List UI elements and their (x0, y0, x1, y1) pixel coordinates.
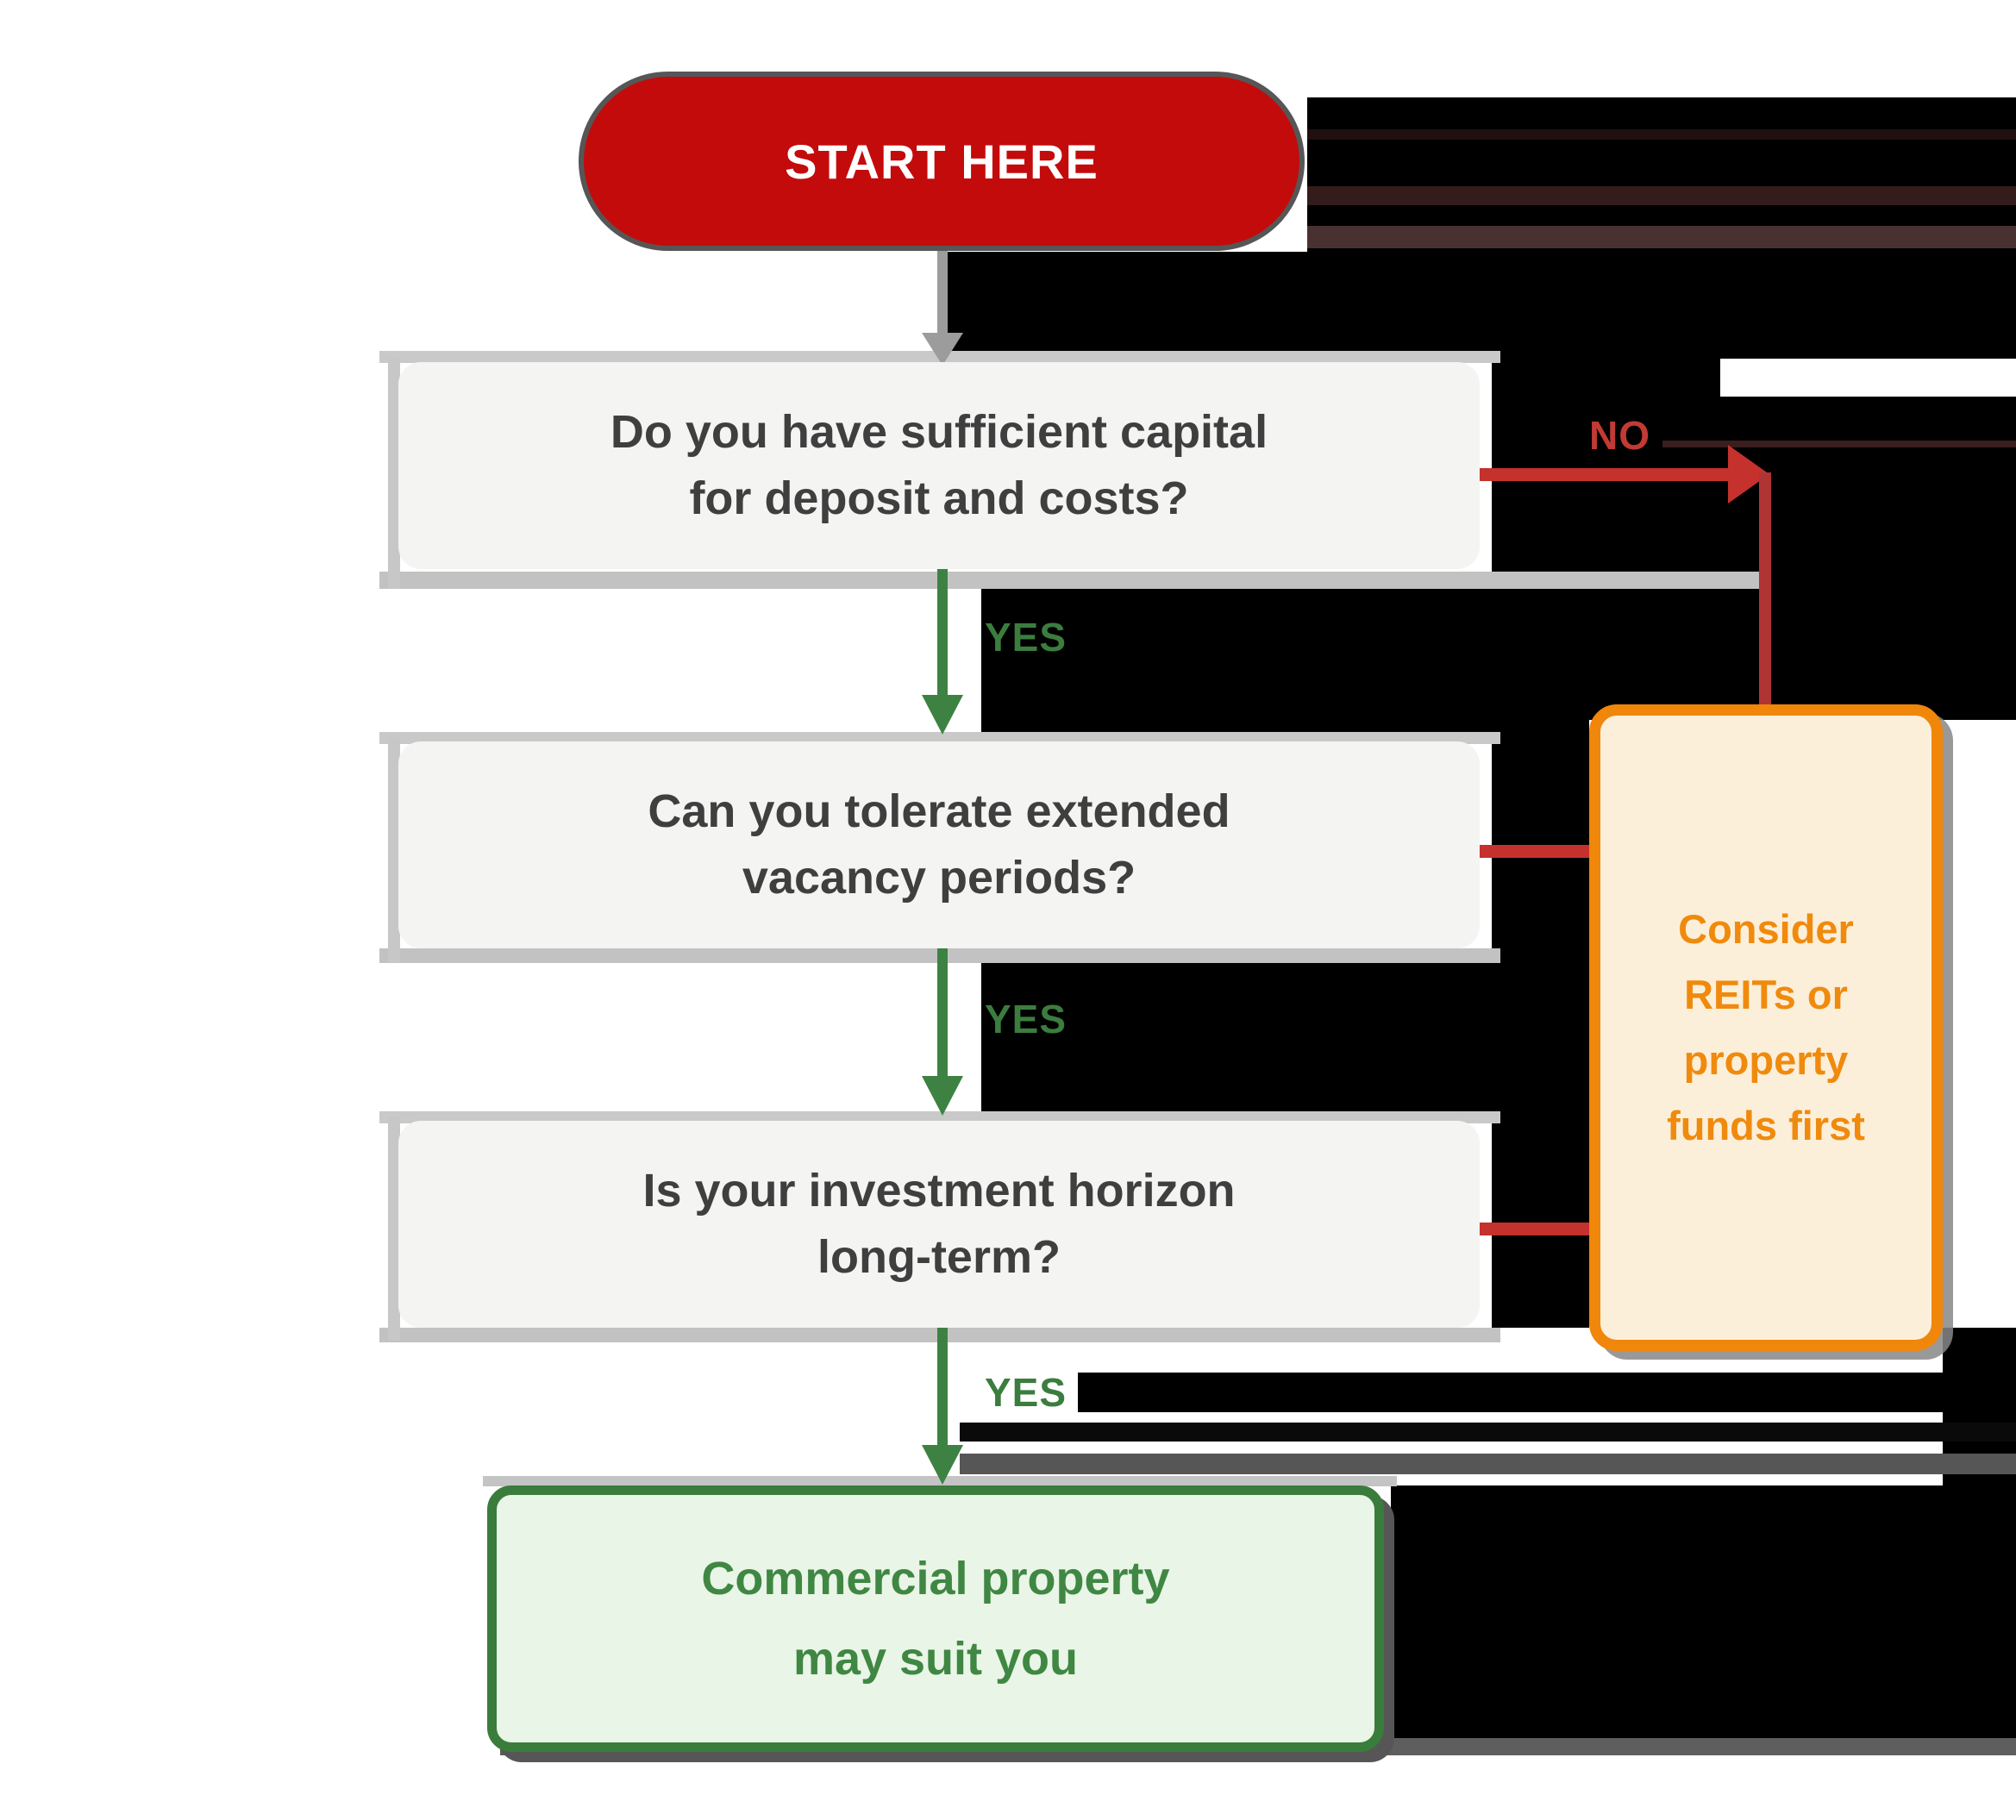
edge-label-no: NO (1589, 413, 1650, 458)
no-connector-line (1480, 845, 1589, 858)
box-shadow-stripe (379, 572, 1765, 589)
question-3-text: Is your investment horizon long-term? (642, 1165, 1236, 1283)
start-node: START HERE (579, 72, 1305, 251)
down-arrow-icon (922, 333, 963, 366)
artifact-stripe (1662, 441, 2016, 447)
box-shadow-stripe (388, 1116, 400, 1341)
result-node: Commercial property may suit you (487, 1485, 1384, 1752)
yes-connector-line (937, 1328, 948, 1448)
no-connector-line (1759, 472, 1771, 707)
artifact-stripe (1307, 129, 2016, 140)
box-shadow-stripe (388, 358, 400, 589)
box-shadow-stripe (388, 737, 400, 963)
yes-connector-line (937, 567, 948, 698)
start-connector-line (937, 250, 948, 336)
backdrop-black-region (945, 252, 2016, 362)
start-label: START HERE (785, 134, 1099, 189)
edge-label-yes-3: YES (985, 1370, 1067, 1415)
no-connector-line (1476, 468, 1735, 481)
box-shadow-stripe (379, 1111, 1500, 1123)
down-arrow-icon (922, 1445, 963, 1485)
question-1-text: Do you have sufficient capital for depos… (610, 406, 1268, 524)
backdrop-black-band (1078, 1373, 2016, 1412)
yes-connector-line (937, 948, 948, 1079)
backdrop-black-region (981, 584, 2016, 720)
backdrop-white-strip (1943, 720, 2016, 1328)
edge-label-yes-1: YES (985, 615, 1067, 660)
question-2-text: Can you tolerate extended vacancy period… (648, 785, 1230, 904)
artifact-stripe (1307, 226, 2016, 248)
box-shadow-stripe (379, 732, 1500, 744)
no-connector-line (1480, 1223, 1589, 1235)
question-2-node: Can you tolerate extended vacancy period… (398, 741, 1480, 948)
result-text: Commercial property may suit you (701, 1552, 1170, 1685)
backdrop-gray-band (960, 1454, 2016, 1474)
backdrop-black-region (981, 948, 1589, 1121)
alternative-node: Consider REITs or property funds first (1589, 704, 1943, 1351)
question-3-node: Is your investment horizon long-term? (398, 1121, 1480, 1328)
edge-label-yes-2: YES (985, 997, 1067, 1041)
question-1-node: Do you have sufficient capital for depos… (398, 362, 1480, 569)
artifact-stripe (1307, 186, 2016, 205)
backdrop-black-region (1391, 1485, 2016, 1753)
alternative-text: Consider REITs or property funds first (1667, 905, 1865, 1149)
backdrop-black-band (960, 1423, 2016, 1442)
backdrop-white-strip (1720, 359, 2016, 397)
down-arrow-icon (922, 1076, 963, 1116)
down-arrow-icon (922, 695, 963, 735)
